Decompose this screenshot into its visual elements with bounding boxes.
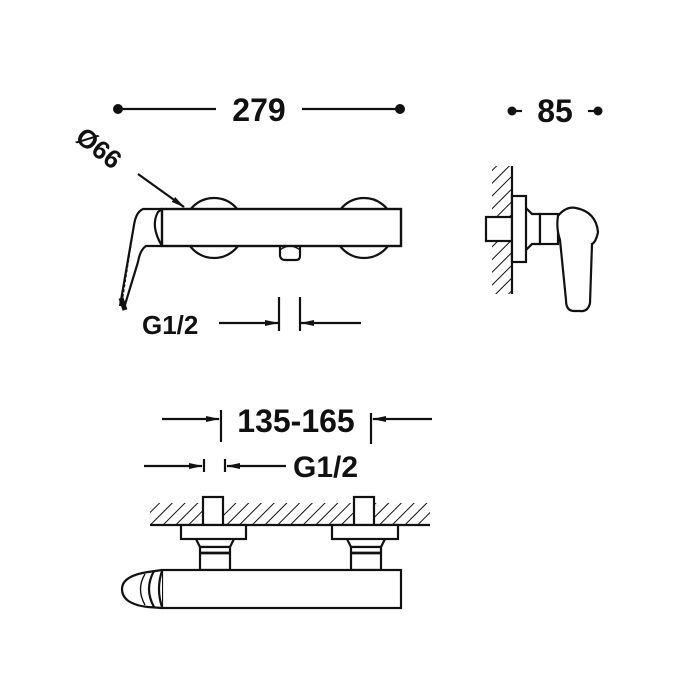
dimension-inlet-centers: 135-165 (162, 403, 432, 444)
mixer-body-top (160, 568, 403, 610)
front-view: 279 Ø66 G1/2 (70, 92, 405, 340)
handle-top (120, 568, 164, 610)
top-view (120, 495, 430, 610)
outlet (278, 246, 302, 262)
dimension-rosette-diameter: Ø66 (70, 121, 185, 208)
wall-hatch-top (150, 503, 430, 525)
dimension-depth: 85 (507, 93, 603, 129)
side-view: 85 (484, 93, 603, 313)
inlet-thread-label: G1/2 (293, 451, 358, 484)
dimension-inlet-thread: G1/2 (144, 451, 358, 484)
inlet-centers-label: 135-165 (237, 403, 354, 439)
overall-width-label: 279 (232, 92, 285, 128)
rosette-diameter-label: Ø66 (70, 121, 127, 175)
dimension-overall-width: 279 (113, 92, 405, 128)
mixer-body (160, 207, 403, 248)
outlet-thread-label: G1/2 (142, 310, 198, 340)
top-view-dimensions: 135-165 G1/2 (144, 403, 432, 484)
handle-lever (118, 207, 163, 311)
side-handle (556, 206, 600, 313)
dimension-outlet-thread: G1/2 (142, 297, 361, 340)
depth-label: 85 (537, 93, 573, 129)
